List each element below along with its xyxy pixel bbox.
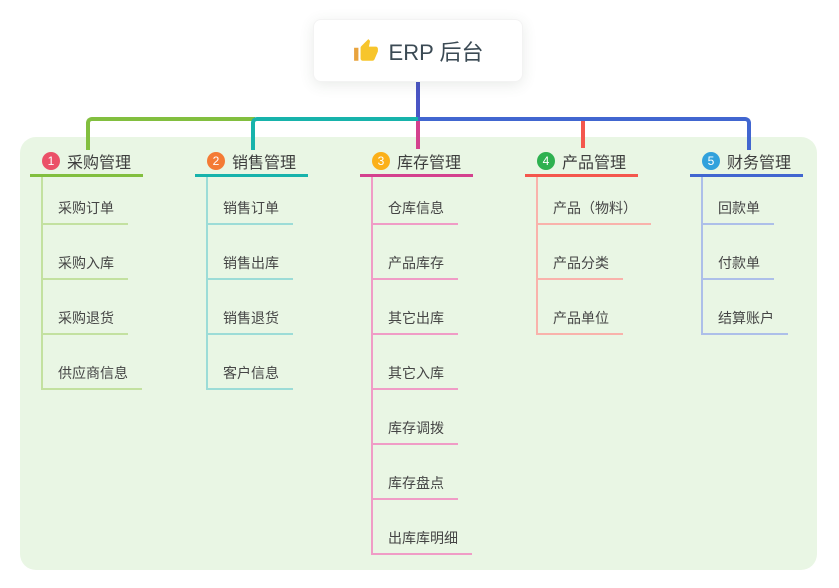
branch-sales: 2 销售管理 销售订单 销售出库 销售退货 客户信息 bbox=[195, 148, 308, 390]
node-supplier-info[interactable]: 供应商信息 bbox=[43, 335, 142, 390]
node-customer-info[interactable]: 客户信息 bbox=[208, 335, 293, 390]
connector-product bbox=[581, 121, 585, 148]
badge-1: 1 bbox=[41, 152, 60, 170]
branch-sales-title: 销售管理 bbox=[231, 155, 296, 172]
connector-finance bbox=[418, 117, 751, 150]
branch-purchase-children: 采购订单 采购入库 采购退货 供应商信息 bbox=[41, 177, 143, 390]
node-payment-bill[interactable]: 付款单 bbox=[703, 225, 774, 280]
branch-product-children: 产品（物料） 产品分类 产品单位 bbox=[536, 177, 651, 335]
node-product-category[interactable]: 产品分类 bbox=[538, 225, 623, 280]
node-product-material[interactable]: 产品（物料） bbox=[538, 177, 651, 225]
node-product-unit[interactable]: 产品单位 bbox=[538, 280, 623, 335]
node-stock-transfer[interactable]: 库存调拨 bbox=[373, 390, 458, 445]
node-other-outbound[interactable]: 其它出库 bbox=[373, 280, 458, 335]
node-sales-outbound[interactable]: 销售出库 bbox=[208, 225, 293, 280]
branch-sales-children: 销售订单 销售出库 销售退货 客户信息 bbox=[206, 177, 308, 390]
branch-sales-header[interactable]: 2 销售管理 bbox=[195, 148, 308, 177]
root-label: ERP 后台 bbox=[388, 39, 484, 65]
badge-4: 4 bbox=[536, 152, 555, 170]
node-product-stock[interactable]: 产品库存 bbox=[373, 225, 458, 280]
branch-product-header[interactable]: 4 产品管理 bbox=[525, 148, 638, 177]
node-stock-taking[interactable]: 库存盘点 bbox=[373, 445, 458, 500]
connector-purchase bbox=[86, 117, 255, 150]
branch-finance-title: 财务管理 bbox=[726, 155, 791, 172]
branch-inventory-children: 仓库信息 产品库存 其它出库 其它入库 库存调拨 库存盘点 出库库明细 bbox=[371, 177, 473, 555]
branches-panel bbox=[20, 137, 817, 570]
branch-finance: 5 财务管理 回款单 付款单 结算账户 bbox=[690, 148, 803, 335]
root-node[interactable]: ERP 后台 bbox=[313, 19, 523, 82]
branch-purchase: 1 采购管理 采购订单 采购入库 采购退货 供应商信息 bbox=[30, 148, 143, 390]
node-receipt-bill[interactable]: 回款单 bbox=[703, 177, 774, 225]
node-settlement-account[interactable]: 结算账户 bbox=[703, 280, 788, 335]
branch-inventory-title: 库存管理 bbox=[396, 155, 461, 172]
node-sales-order[interactable]: 销售订单 bbox=[208, 177, 293, 225]
branch-purchase-title: 采购管理 bbox=[66, 155, 131, 172]
thumbs-up-icon bbox=[353, 38, 378, 61]
node-purchase-order[interactable]: 采购订单 bbox=[43, 177, 128, 225]
node-warehouse-info[interactable]: 仓库信息 bbox=[373, 177, 458, 225]
connector-sales bbox=[251, 117, 418, 150]
branch-product: 4 产品管理 产品（物料） 产品分类 产品单位 bbox=[525, 148, 651, 335]
badge-2: 2 bbox=[206, 152, 225, 170]
badge-3: 3 bbox=[371, 152, 390, 170]
branch-purchase-header[interactable]: 1 采购管理 bbox=[30, 148, 143, 177]
badge-5: 5 bbox=[701, 152, 720, 170]
branch-product-title: 产品管理 bbox=[561, 155, 626, 172]
branch-inventory-header[interactable]: 3 库存管理 bbox=[360, 148, 473, 177]
node-purchase-return[interactable]: 采购退货 bbox=[43, 280, 128, 335]
node-sales-return[interactable]: 销售退货 bbox=[208, 280, 293, 335]
node-purchase-inbound[interactable]: 采购入库 bbox=[43, 225, 128, 280]
branch-finance-header[interactable]: 5 财务管理 bbox=[690, 148, 803, 177]
node-outbound-detail[interactable]: 出库库明细 bbox=[373, 500, 472, 555]
connector-inventory bbox=[416, 121, 420, 149]
branch-finance-children: 回款单 付款单 结算账户 bbox=[701, 177, 803, 335]
root-connector bbox=[416, 82, 420, 118]
node-other-inbound[interactable]: 其它入库 bbox=[373, 335, 458, 390]
branch-inventory: 3 库存管理 仓库信息 产品库存 其它出库 其它入库 库存调拨 库存盘点 出库库… bbox=[360, 148, 473, 555]
